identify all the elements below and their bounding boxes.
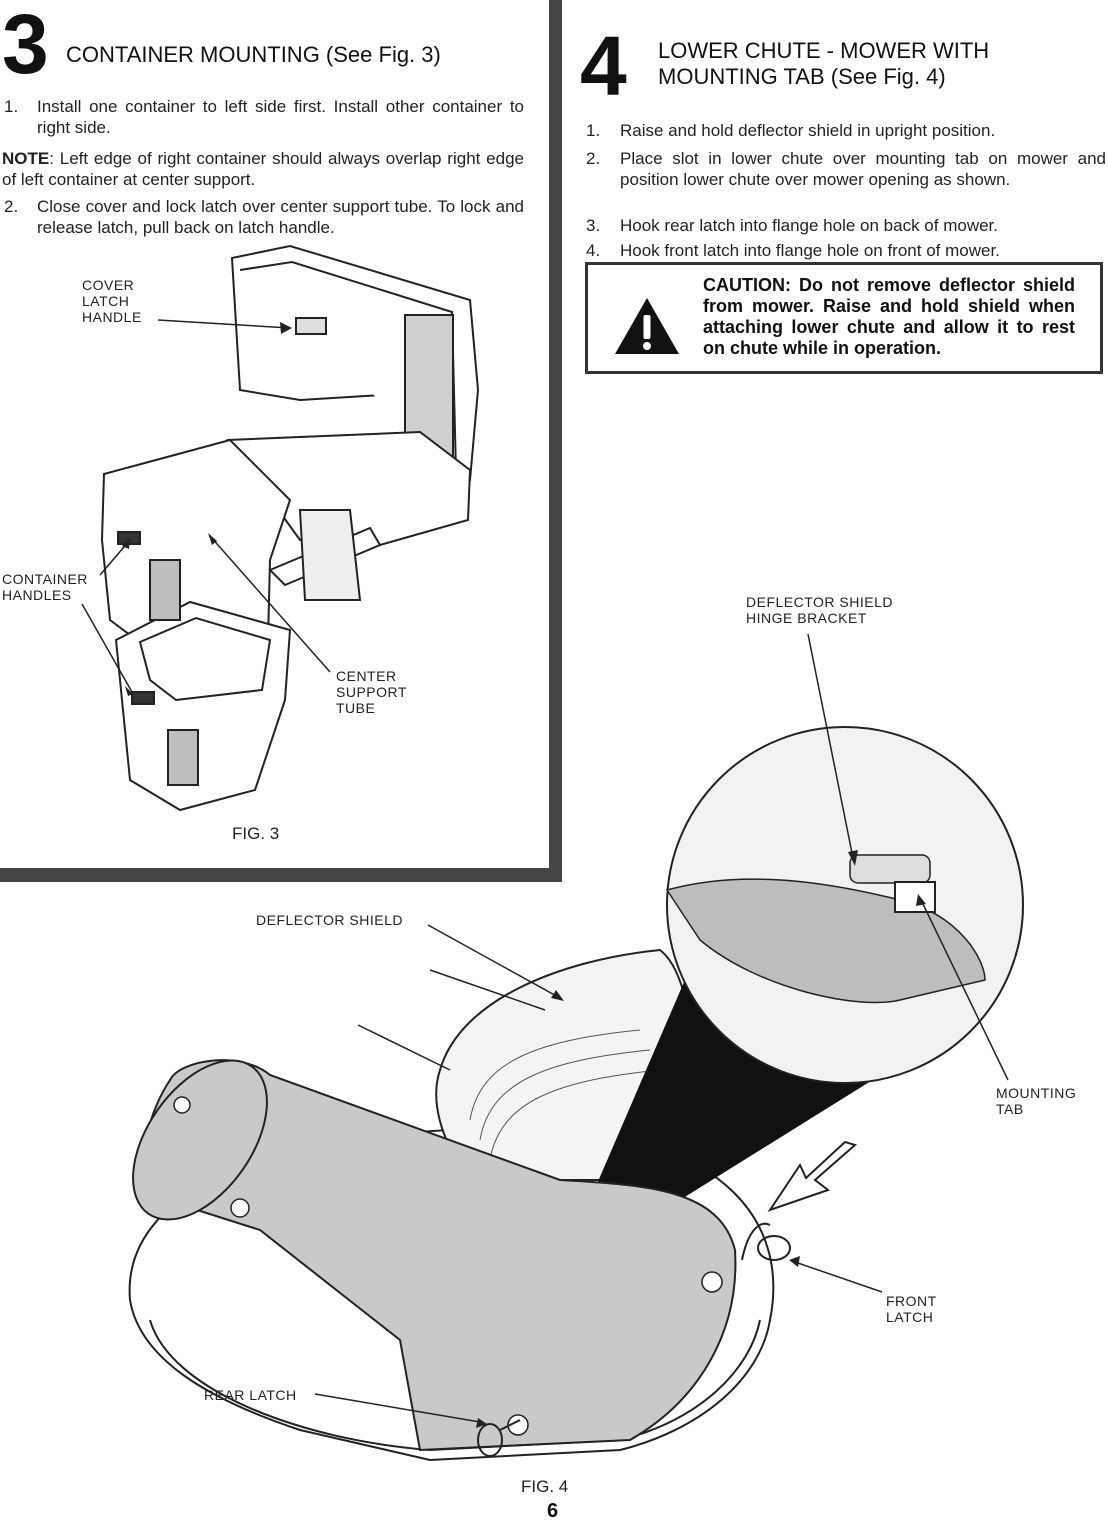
container-handles-label: CONTAINER HANDLES bbox=[2, 571, 88, 603]
deflector-shield-hinge-bracket-label: DEFLECTOR SHIELD HINGE BRACKET bbox=[746, 594, 893, 626]
step-number: 1. bbox=[4, 97, 19, 116]
section-3-step-1: 1. Install one container to left side fi… bbox=[4, 96, 524, 138]
figure-4-caption: FIG. 4 bbox=[521, 1477, 569, 1496]
section-4-step-1: 1. Raise and hold deflector shield in up… bbox=[586, 120, 1106, 141]
section-divider-vertical bbox=[549, 0, 562, 882]
step-number: 4. bbox=[586, 241, 601, 260]
step-number: 1. bbox=[586, 121, 601, 140]
section-3-step-2: 2. Close cover and lock latch over cente… bbox=[4, 196, 524, 238]
step-text: Hook front latch into flange hole on fro… bbox=[620, 241, 1000, 260]
section-3-title: CONTAINER MOUNTING (See Fig. 3) bbox=[66, 42, 441, 67]
figure-3-caption: FIG. 3 bbox=[232, 824, 280, 843]
section-divider-horizontal bbox=[0, 868, 562, 882]
cover-latch-handle-label: COVER LATCH HANDLE bbox=[82, 277, 142, 325]
step-text: Install one container to left side first… bbox=[37, 97, 524, 137]
direction-arrow-icon bbox=[767, 1140, 858, 1212]
section-4-step-2: 2. Place slot in lower chute over mounti… bbox=[586, 148, 1106, 190]
rear-latch-label: REAR LATCH bbox=[204, 1387, 297, 1403]
section-4-step-3: 3. Hook rear latch into flange hole on b… bbox=[586, 215, 1106, 236]
deflector-shield-label: DEFLECTOR SHIELD bbox=[256, 912, 403, 928]
mounting-tab-label: MOUNTING TAB bbox=[996, 1085, 1077, 1117]
warning-triangle-icon bbox=[615, 298, 679, 354]
center-support-tube-label: CENTER SUPPORT TUBE bbox=[336, 668, 407, 716]
step-number: 2. bbox=[586, 149, 601, 168]
step-text: Raise and hold deflector shield in uprig… bbox=[620, 121, 996, 140]
front-latch-label: FRONT LATCH bbox=[886, 1293, 937, 1325]
note-label: NOTE bbox=[2, 149, 50, 168]
section-3-number: 3 bbox=[2, 0, 49, 91]
page-number: 6 bbox=[547, 1500, 559, 1522]
caution-box: CAUTION: Do not remove deflector shield … bbox=[585, 262, 1103, 374]
section-3-note: NOTE: Left edge of right container shoul… bbox=[2, 148, 524, 190]
step-number: 2. bbox=[4, 197, 19, 216]
step-text: Place slot in lower chute over mounting … bbox=[620, 149, 1106, 189]
section-4-title: LOWER CHUTE - MOWER WITH MOUNTING TAB (S… bbox=[658, 38, 990, 89]
step-number: 3. bbox=[586, 216, 601, 235]
step-text: Close cover and lock latch over center s… bbox=[37, 197, 524, 237]
note-text: : Left edge of right container should al… bbox=[2, 149, 524, 189]
section-4-number: 4 bbox=[580, 19, 627, 113]
section-4-step-4: 4. Hook front latch into flange hole on … bbox=[586, 240, 1106, 261]
step-text: Hook rear latch into flange hole on back… bbox=[620, 216, 998, 235]
caution-text: CAUTION: Do not remove deflector shield … bbox=[703, 275, 1075, 358]
